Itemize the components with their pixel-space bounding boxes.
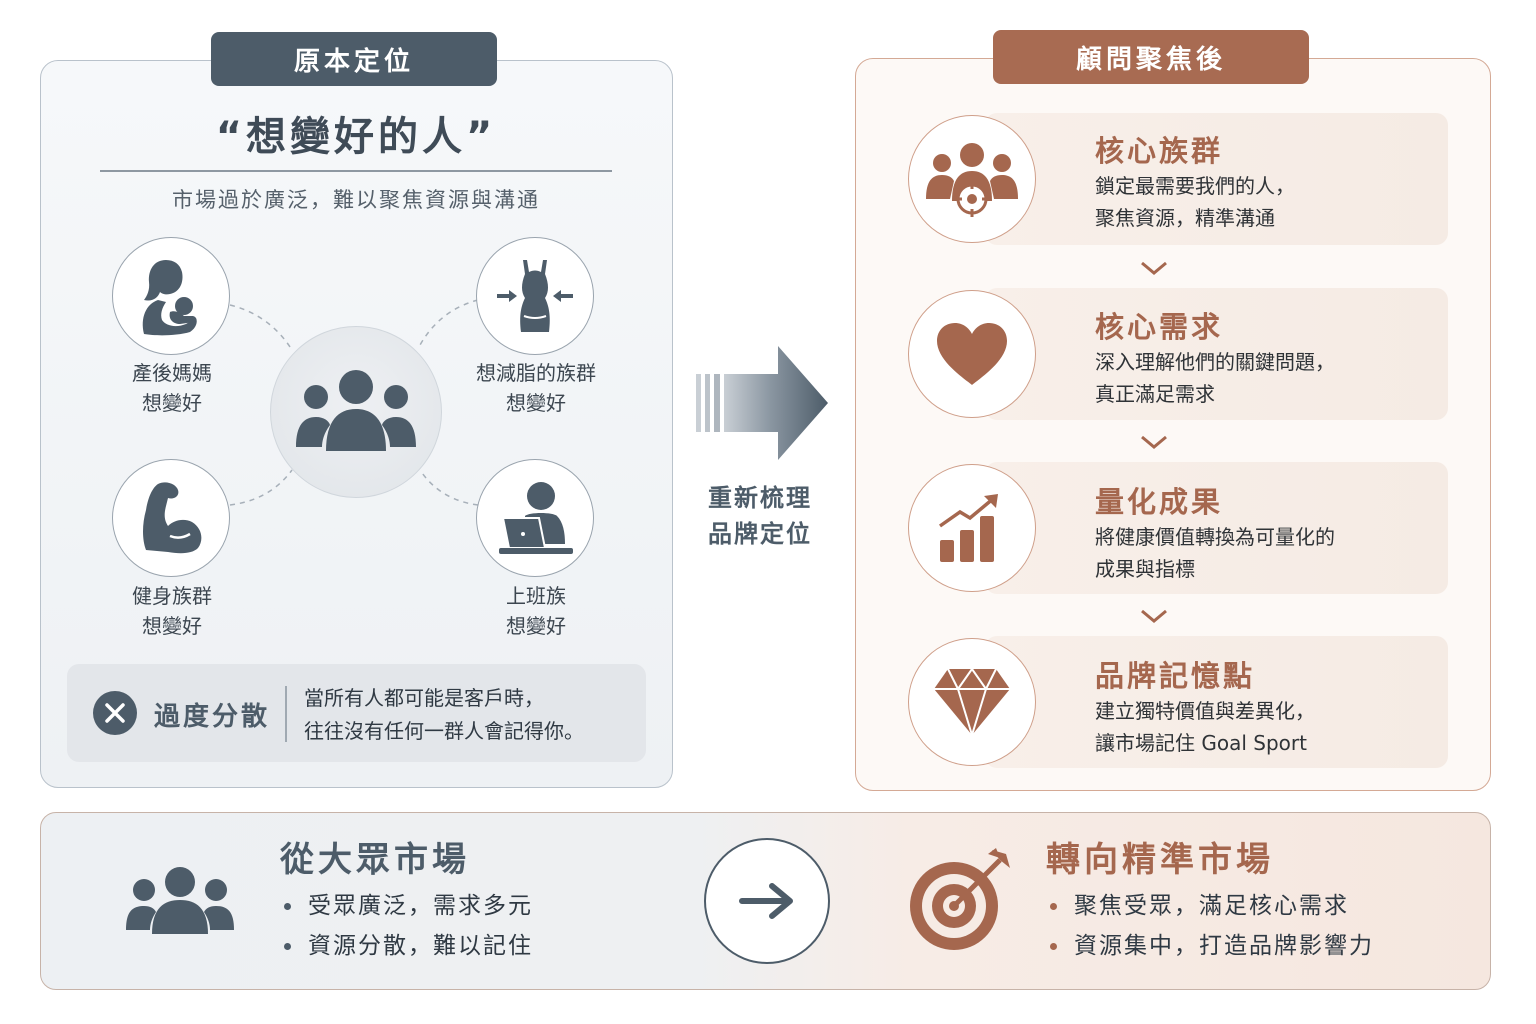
chevron-down-icon — [1141, 609, 1167, 623]
step-circle-brand-memory — [908, 638, 1036, 766]
mass-market-bullets: 受眾廣泛，需求多元 資源分散，難以記住 — [280, 886, 533, 966]
chevron-down-icon — [1141, 435, 1167, 449]
dispersion-divider — [285, 686, 287, 742]
step-desc-brand-memory: 建立獨特價值與差異化， 讓市場記住 Goal Sport — [1095, 699, 1315, 755]
step-card-quantified — [985, 462, 1448, 594]
step-title-quantified: 量化成果 — [1095, 485, 1224, 519]
step-title-brand-memory: 品牌記憶點 — [1095, 659, 1256, 693]
list-item: 資源集中，打造品牌影響力 — [1046, 926, 1374, 966]
step-desc-core-need: 深入理解他們的關鍵問題， 真正滿足需求 — [1095, 350, 1335, 406]
flexed-arm-icon — [143, 482, 202, 554]
step-desc-core-group: 鎖定最需要我們的人， 聚焦資源，精準溝通 — [1095, 174, 1295, 230]
step-card-core-need — [985, 288, 1448, 420]
quote-divider — [100, 170, 612, 172]
group-icon — [126, 867, 234, 934]
diamond-icon — [934, 667, 1010, 737]
step-circle-core-group — [908, 115, 1036, 243]
heart-icon — [937, 323, 1007, 385]
target-arrow-icon — [910, 848, 1010, 950]
list-item: 資源分散，難以記住 — [280, 926, 533, 966]
step-card-brand-memory — [985, 636, 1448, 768]
list-item: 聚焦受眾，滿足核心需求 — [1046, 886, 1374, 926]
step-desc-quantified: 將健康價值轉換為可量化的 成果與指標 — [1095, 525, 1335, 581]
persona-label-postpartum: 產後媽媽 想變好 — [132, 361, 212, 415]
persona-label-fitness: 健身族群 想變好 — [132, 584, 212, 638]
persona-postpartum-mom — [112, 237, 230, 355]
precision-market-bullets: 聚焦受眾，滿足核心需求 資源集中，打造品牌影響力 — [1046, 886, 1374, 966]
right-arrow-icon — [696, 346, 828, 460]
over-dispersion-box — [67, 664, 646, 762]
quote-title: “想變好的人” — [215, 114, 497, 160]
group-icon — [296, 370, 416, 451]
left-subtitle: 市場過於廣泛，難以聚焦資源與溝通 — [172, 188, 540, 212]
close-icon — [93, 691, 137, 735]
persona-connectors — [229, 299, 479, 506]
step-circle-quantified — [908, 464, 1036, 592]
precision-market-title: 轉向精準市場 — [1046, 840, 1274, 880]
reposition-label: 重新梳理 品牌定位 — [708, 484, 812, 548]
step-circle-core-need — [908, 290, 1036, 418]
target-group-icon — [926, 143, 1018, 217]
chevron-down-icon — [1141, 261, 1167, 275]
persona-label-office: 上班族 想變好 — [506, 584, 566, 638]
step-title-core-need: 核心需求 — [1095, 310, 1224, 344]
step-title-core-group: 核心族群 — [1095, 134, 1224, 168]
mother-baby-icon — [142, 260, 197, 336]
shift-arrow-circle — [704, 838, 830, 964]
office-worker-laptop-icon — [499, 482, 573, 554]
over-dispersion-title: 過度分散 — [154, 702, 271, 732]
step-card-core-group — [985, 113, 1448, 245]
center-group-circle — [270, 326, 442, 498]
persona-office-worker — [476, 459, 594, 577]
persona-fitness — [112, 459, 230, 577]
over-dispersion-text: 當所有人都可能是客戶時， 往往沒有任何一群人會記得你。 — [304, 686, 584, 743]
list-item: 受眾廣泛，需求多元 — [280, 886, 533, 926]
waist-slim-icon — [497, 260, 573, 332]
growth-chart-icon — [938, 494, 998, 562]
mass-market-title: 從大眾市場 — [280, 840, 470, 880]
right-arrow-icon — [739, 883, 793, 919]
persona-label-fat-loss: 想減脂的族群 想變好 — [476, 361, 596, 415]
consultant-focus-tab: 顧問聚焦後 — [993, 30, 1309, 84]
persona-fat-loss — [476, 237, 594, 355]
original-positioning-tab: 原本定位 — [211, 32, 497, 86]
